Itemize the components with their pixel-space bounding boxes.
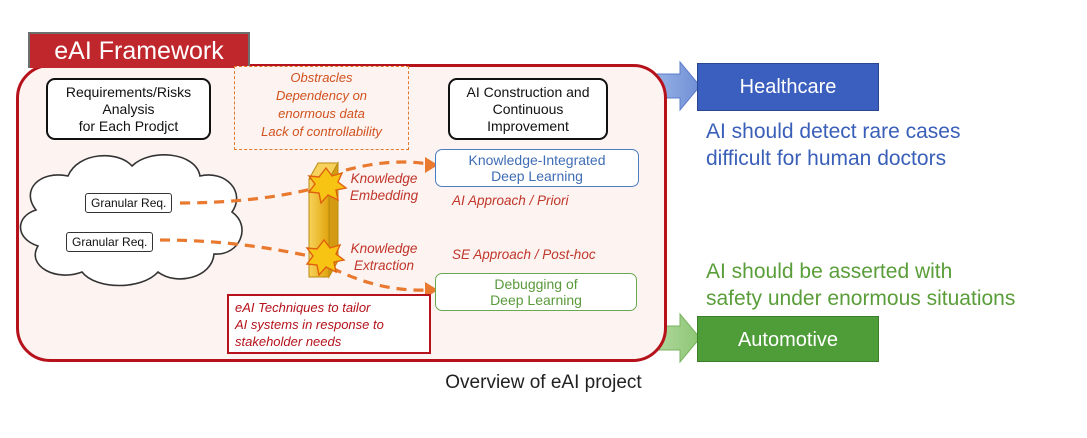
dashed-arrow-lower-2: [331, 266, 429, 292]
kidl-line-2: Deep Learning: [491, 168, 583, 184]
ai-construction-line-1: AI Construction and: [466, 83, 590, 100]
granular-req-1: Granular Req.: [85, 193, 173, 213]
requirements-line-2: Analysis: [102, 100, 155, 117]
techniques-line-3: stakeholder needs: [235, 334, 342, 349]
ai-approach-label: AI Approach / Priori: [452, 193, 569, 208]
healthcare-statement-line-1: AI should detect rare cases: [706, 120, 961, 143]
obstacles-line-1: Obstracles: [290, 70, 353, 85]
eai-techniques-box: eAI Techniques to tailor AI systems in r…: [227, 294, 431, 354]
figure-caption: Overview of eAI project: [445, 372, 642, 393]
automotive-box: Automotive: [697, 316, 879, 362]
healthcare-statement: AI should detect rare cases difficult fo…: [706, 118, 960, 172]
ai-construction-box: AI Construction and Continuous Improveme…: [448, 78, 608, 140]
automotive-statement-line-1: AI should be asserted with: [706, 260, 953, 283]
obstacles-box: Obstracles Dependency on enormous data L…: [234, 66, 409, 150]
ai-construction-line-3: Improvement: [487, 117, 569, 134]
obstacles-line-2: Dependency on: [275, 88, 368, 103]
requirements-line-1: Requirements/Risks: [65, 83, 192, 100]
healthcare-box: Healthcare: [697, 63, 879, 111]
kext-line-2: Extraction: [353, 258, 415, 273]
kext-line-1: Knowledge: [350, 241, 418, 256]
starburst-embedding-icon: [307, 166, 348, 205]
debugging-dl-box: Debugging of Deep Learning: [435, 273, 637, 311]
requirements-cloud-shape: [19, 154, 243, 287]
knowledge-embedding-label: Knowledge Embedding: [334, 170, 434, 204]
obstacles-line-4: Lack of controllability: [261, 124, 382, 139]
granular-req-2: Granular Req.: [66, 232, 154, 252]
dashed-arrow-upper-2: [345, 160, 429, 172]
debug-line-2: Deep Learning: [490, 292, 582, 308]
knowledge-integrated-dl-box: Knowledge-Integrated Deep Learning: [435, 149, 639, 187]
requirements-line-3: for Each Prodjct: [78, 117, 179, 134]
techniques-line-1: eAI Techniques to tailor: [235, 300, 371, 315]
ai-construction-line-2: Continuous: [492, 100, 564, 117]
obstacles-line-3: enormous data: [278, 106, 365, 121]
automotive-statement-line-2: safety under enormous situations: [706, 287, 1016, 310]
kemb-line-1: Knowledge: [350, 171, 418, 186]
framework-title: eAI Framework: [28, 32, 250, 68]
techniques-line-2: AI systems in response to: [235, 317, 384, 332]
healthcare-statement-line-2: difficult for human doctors: [706, 147, 947, 170]
starburst-extraction-icon: [305, 238, 346, 277]
dashed-arrow-lower-1: [159, 238, 319, 260]
kidl-line-1: Knowledge-Integrated: [468, 152, 606, 168]
requirements-risks-box: Requirements/Risks Analysis for Each Pro…: [46, 78, 211, 140]
se-approach-label: SE Approach / Post-hoc: [452, 247, 596, 262]
debug-line-1: Debugging of: [494, 276, 578, 292]
knowledge-extraction-label: Knowledge Extraction: [334, 240, 434, 274]
kemb-line-2: Embedding: [349, 188, 419, 203]
automotive-statement: AI should be asserted with safety under …: [706, 258, 1015, 312]
arrowhead-upper: [425, 157, 438, 173]
dashed-arrow-upper-1: [179, 186, 317, 205]
